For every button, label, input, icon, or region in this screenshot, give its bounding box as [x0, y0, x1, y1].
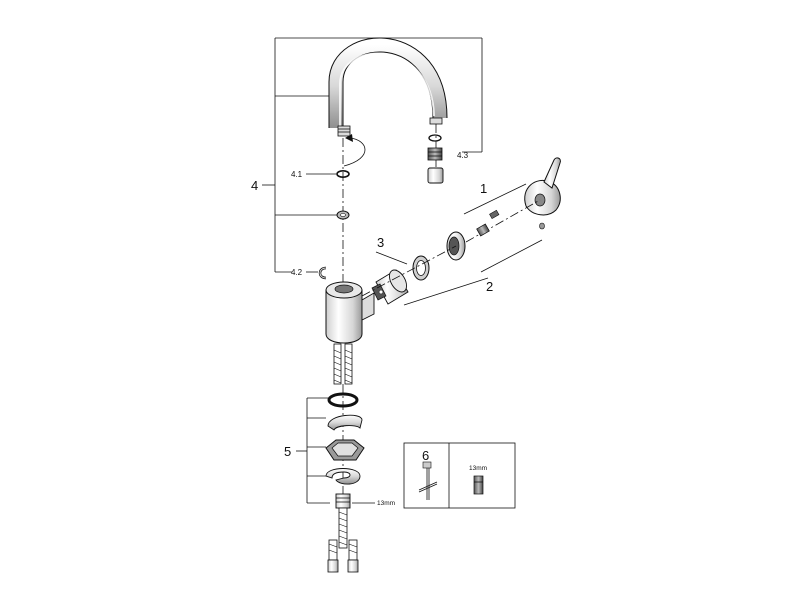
- handle-cap-screw: [539, 222, 545, 230]
- callout-3: 3: [377, 235, 384, 250]
- lever-axis: [463, 183, 543, 273]
- horseshoe-washer: [327, 414, 363, 431]
- spout-end-fitting: [337, 125, 351, 137]
- socket-nut-icon: [473, 475, 484, 495]
- callout-5: 5: [284, 444, 291, 459]
- callout-4-3: 4.3: [457, 151, 469, 160]
- flexible-hoses: [333, 343, 353, 385]
- threaded-sleeve: [335, 493, 351, 509]
- aerator-insert: [427, 147, 443, 161]
- cartridge-axis: [361, 245, 457, 297]
- aerator-o-ring: [428, 134, 442, 142]
- tool-nut-size-label: 13mm: [469, 465, 487, 472]
- threaded-rod: [338, 507, 348, 549]
- cartridge-adapter: [476, 223, 490, 237]
- callout-1: 1: [480, 181, 487, 196]
- callout-4: 4: [251, 178, 258, 193]
- spout-washer: [336, 210, 350, 220]
- callout-6: 6: [422, 448, 429, 463]
- o-ring-4-1: [336, 170, 350, 179]
- hose-nut-size-label: 13mm: [377, 500, 395, 507]
- callout-4-2: 4.2: [291, 268, 303, 277]
- tool-box: [403, 442, 516, 509]
- mounting-o-ring: [327, 392, 359, 408]
- hex-mounting-plate: [325, 439, 365, 461]
- cartridge: [371, 269, 409, 305]
- retaining-ring-3: [412, 255, 430, 281]
- set-screw: [489, 209, 500, 220]
- group-4-bracket: [262, 37, 483, 273]
- locking-plate: [325, 468, 361, 485]
- callout-2: 2: [486, 279, 493, 294]
- group-5-bracket: [296, 397, 330, 504]
- spout: [328, 37, 448, 128]
- spout-outlet-end: [429, 117, 443, 125]
- t-wrench-icon: [418, 461, 438, 500]
- tap-body: [325, 281, 375, 344]
- lever-handle: [524, 157, 561, 216]
- cartridge-leaders: [375, 251, 489, 306]
- clip-4-2: [318, 266, 327, 280]
- rotation-arrow-icon: [343, 134, 366, 167]
- hose-connectors: [327, 539, 359, 573]
- aerator-housing: [427, 167, 444, 184]
- callout-4-1: 4.1: [291, 170, 303, 179]
